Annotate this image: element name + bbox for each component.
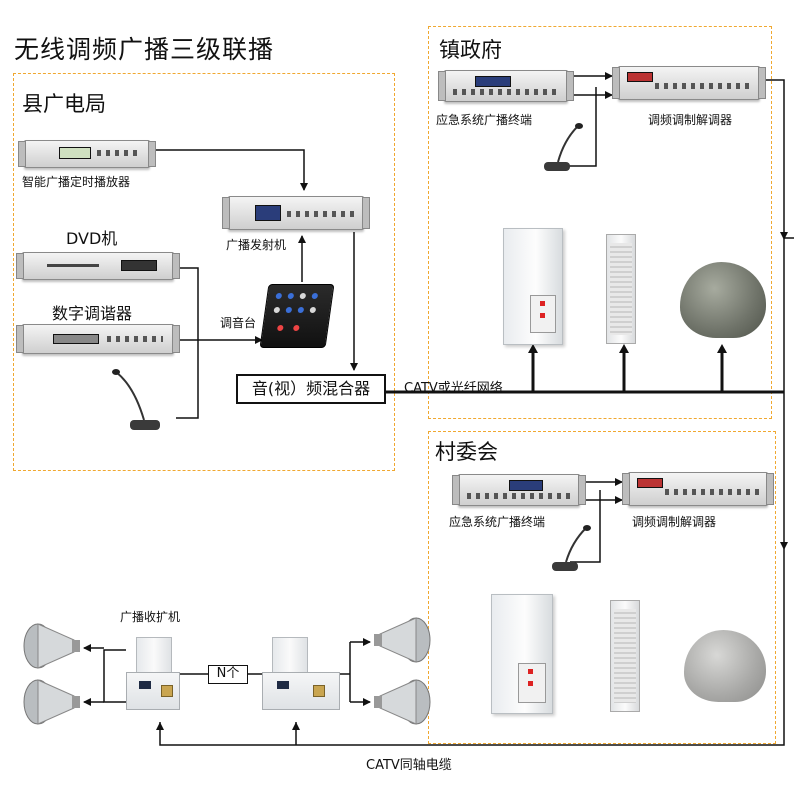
tuner-label: 数字调谐器 [52, 304, 133, 323]
horn-speaker-icon [374, 679, 431, 725]
receiver-amp-device [272, 637, 308, 675]
receiver-amp-device [136, 637, 172, 675]
catv-fiber-label: CATV或光纤网络 [404, 381, 503, 396]
timer-player-label: 智能广播定时播放器 [22, 175, 131, 189]
zone-village [428, 431, 776, 744]
zone-town [428, 26, 772, 419]
transmitter-device [222, 196, 370, 230]
village-terminal-device [452, 474, 586, 506]
town-terminal-label: 应急系统广播终端 [436, 113, 533, 127]
horn-speaker-icon [23, 623, 80, 669]
tuner-device [16, 324, 180, 354]
rock-speaker-icon [680, 262, 766, 338]
timer-player-device [18, 140, 156, 168]
zone-county [13, 73, 395, 471]
diagram-title: 无线调频广播三级联播 [14, 35, 275, 64]
horn-speaker-icon [374, 617, 431, 663]
cabinet-speaker-icon [491, 594, 553, 714]
zone-village-label: 村委会 [435, 440, 498, 464]
receiver-amp-label: 广播收扩机 [120, 610, 181, 624]
town-demodulator-label: 调频调制解调器 [648, 113, 733, 127]
receiver-amp-device [262, 672, 340, 710]
dvd-player-device [16, 252, 180, 280]
column-speaker-icon [610, 600, 640, 712]
repeat-count-box: N个 [208, 665, 248, 684]
cabinet-speaker-icon [503, 228, 563, 345]
av-mixer-box: 音(视）频混合器 [236, 374, 386, 404]
mixer-console-device [259, 284, 335, 348]
microphone-icon [552, 525, 591, 571]
village-demodulator-device [622, 472, 774, 506]
microphone-icon [544, 123, 583, 171]
town-terminal-device [438, 70, 574, 102]
receiver-amp-device [126, 672, 180, 710]
rock-speaker-icon [684, 630, 766, 702]
zone-county-label: 县广电局 [22, 92, 106, 116]
village-terminal-label: 应急系统广播终端 [449, 515, 546, 529]
column-speaker-icon [606, 234, 636, 344]
microphone-icon [112, 369, 160, 430]
village-demodulator-label: 调频调制解调器 [632, 515, 717, 529]
transmitter-label: 广播发射机 [226, 238, 287, 252]
zone-town-label: 镇政府 [439, 38, 502, 62]
town-demodulator-device [612, 66, 766, 100]
dvd-label: DVD机 [66, 229, 118, 248]
mixer-console-label: 调音台 [220, 316, 257, 330]
horn-speaker-icon [23, 679, 80, 725]
catv-coax-label: CATV同轴电缆 [366, 758, 452, 773]
